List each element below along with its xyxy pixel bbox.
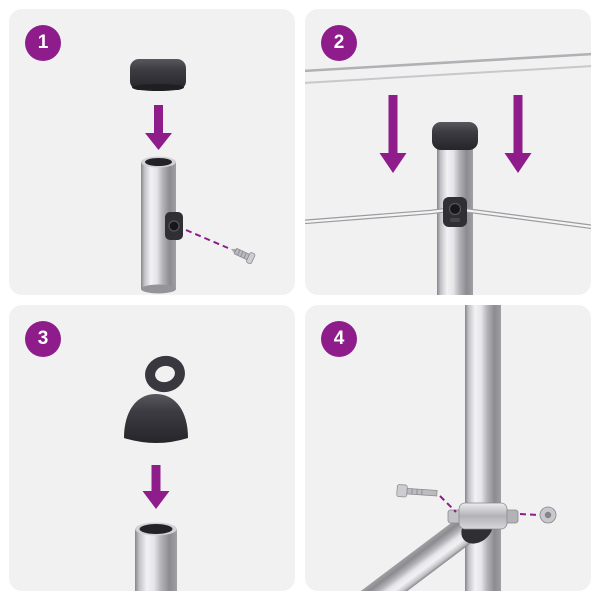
screw-icon [231, 247, 256, 265]
arrow-down-icon [379, 95, 407, 173]
step-2-badge: 2 [321, 25, 357, 61]
step-panel-1: 1 [9, 9, 295, 295]
step-4-badge: 4 [321, 321, 357, 357]
pole-cap-icon [130, 59, 186, 91]
step-2-illustration [305, 52, 591, 295]
arrow-down-icon [504, 95, 532, 173]
pole-icon [135, 522, 177, 591]
step-1-illustration [130, 59, 256, 294]
step-4-illustration [347, 305, 557, 591]
bolt-icon [396, 484, 438, 498]
pole-icon [465, 305, 501, 591]
guide-dashed-line [519, 513, 539, 516]
arrow-down-icon [142, 465, 170, 509]
screw-head-icon [539, 506, 557, 524]
step-1-badge: 1 [25, 25, 61, 61]
step-2-number: 2 [333, 32, 345, 53]
pole-icon [141, 156, 176, 294]
eyelet-cap-icon [124, 355, 188, 443]
step-4-number: 4 [333, 328, 345, 349]
brace-clamp-icon [447, 502, 519, 530]
wire-top-icon [305, 52, 591, 73]
step-1-number: 1 [37, 32, 49, 53]
step-panel-3: 3 [9, 305, 295, 591]
wire-top-icon [305, 65, 591, 84]
wire-clamp-icon [165, 212, 183, 240]
step-3-illustration [124, 355, 188, 591]
wire-clamp-icon [443, 197, 467, 227]
guide-dashed-line [439, 495, 457, 513]
step-3-badge: 3 [25, 321, 61, 357]
arrow-down-icon [145, 105, 172, 150]
step-panel-2: 2 [305, 9, 591, 295]
brace-pole-icon [347, 505, 492, 591]
guide-dashed-line [185, 229, 229, 249]
step-3-number: 3 [37, 328, 49, 349]
step-panel-4: 4 [305, 305, 591, 591]
